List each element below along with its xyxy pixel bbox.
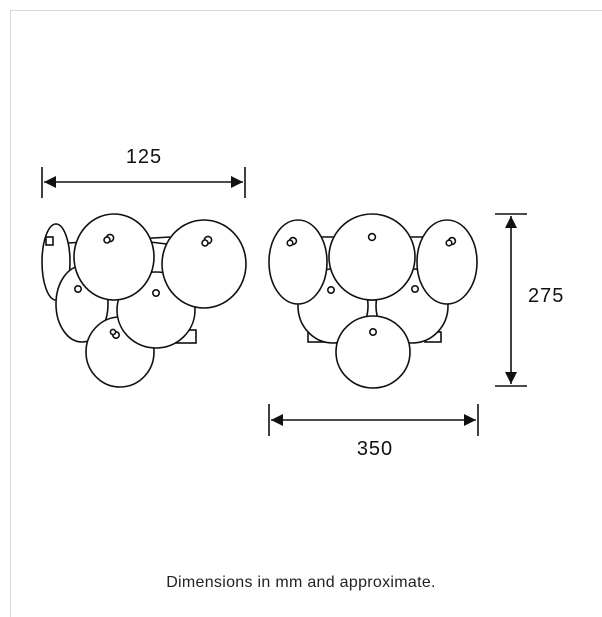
side-mount-block <box>45 236 54 246</box>
frame-left-border <box>10 10 11 617</box>
frame-top-border <box>10 10 602 11</box>
front-disc <box>268 219 328 305</box>
front-screws <box>286 232 457 336</box>
dimension-label-side-width: 125 <box>126 146 162 168</box>
front-disc <box>335 315 411 389</box>
side-screws <box>74 233 213 339</box>
footer-note: Dimensions in mm and approximate. <box>166 574 436 591</box>
dimension-label-height: 275 <box>528 285 564 307</box>
dimension-label-front-width: 350 <box>357 438 393 460</box>
side-disc <box>161 219 247 309</box>
dimension-height <box>495 213 527 387</box>
dimension-side-width <box>41 167 246 198</box>
side-view <box>41 213 247 388</box>
front-disc <box>416 219 478 305</box>
dimension-front-width <box>268 404 479 436</box>
front-view <box>268 213 478 389</box>
front-disc <box>328 213 416 301</box>
side-disc <box>73 213 155 301</box>
